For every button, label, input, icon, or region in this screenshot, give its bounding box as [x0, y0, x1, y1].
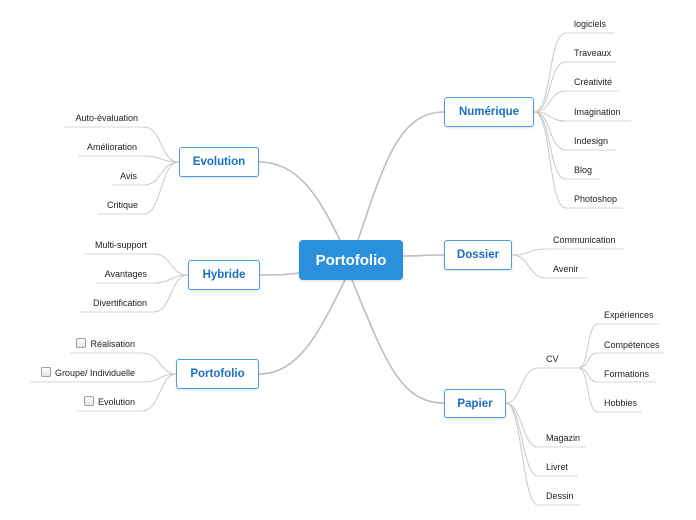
subtopic-label: Groupe/ Individuelle [54, 368, 135, 378]
subtopic-numerique-item[interactable]: Photoshop [574, 194, 618, 204]
subtopic-hybride-item[interactable]: Divertification [92, 298, 147, 308]
subtopic-cv-item[interactable]: Expériences [604, 310, 654, 320]
subtopic-label: Réalisation [90, 339, 135, 349]
topic-dossier[interactable]: Dossier [444, 240, 512, 270]
subtopic-numerique-item[interactable]: Imagination [574, 107, 621, 117]
checkbox-icon[interactable] [40, 367, 51, 377]
subtopic-portofolio-item[interactable]: Evolution [83, 396, 135, 408]
subtopic-cv-item[interactable]: Compétences [604, 340, 660, 350]
subtopic-papier-item[interactable]: Dessin [546, 491, 574, 501]
subtopic-hybride-item[interactable]: Multi-support [94, 240, 147, 250]
evolution-twigs [64, 126, 180, 215]
subtopic-cv-item[interactable]: Hobbies [604, 398, 638, 408]
subtopic-numerique-item[interactable]: Blog [574, 165, 593, 175]
subtopic-evolution-item[interactable]: Critique [106, 200, 138, 210]
topic-numerique[interactable]: Numérique [444, 97, 534, 127]
subtopic-dossier-item[interactable]: Avenir [553, 264, 579, 274]
connector-portofolio [258, 279, 346, 375]
topic-portofolio[interactable]: Portofolio [176, 359, 259, 389]
central-topic[interactable]: Portofolio [299, 240, 403, 280]
papier-twigs [505, 323, 664, 506]
checkbox-icon[interactable] [76, 338, 87, 348]
connector-evolution [258, 161, 341, 241]
connector-numerique [357, 111, 445, 241]
portofolio-twigs [30, 352, 177, 412]
topic-evolution[interactable]: Evolution [179, 147, 259, 177]
subtopic-numerique-item[interactable]: Créativité [574, 77, 613, 87]
subtopic-evolution-item[interactable]: Amélioration [86, 142, 137, 152]
connector-papier [351, 279, 445, 404]
subtopic-numerique-item[interactable]: logiciels [574, 19, 607, 29]
subtopic-hybride-item[interactable]: Avantages [104, 269, 147, 279]
subtopic-papier-item[interactable]: Livret [546, 462, 569, 472]
subtopic-cv-item[interactable]: Formations [604, 369, 650, 379]
numerique-twigs [533, 32, 631, 209]
hybride-twigs [80, 253, 189, 313]
topic-papier[interactable]: Papier [444, 389, 506, 418]
subtopic-papier-cv[interactable]: CV [546, 354, 559, 364]
subtopic-numerique-item[interactable]: Indesign [574, 136, 609, 146]
dossier-twigs [511, 248, 624, 279]
subtopic-portofolio-item[interactable]: Groupe/ Individuelle [40, 367, 135, 379]
connector-dossier [402, 254, 445, 257]
subtopic-evolution-item[interactable]: Auto-évaluation [75, 113, 138, 123]
topic-hybride[interactable]: Hybride [188, 260, 260, 290]
subtopic-numerique-item[interactable]: Traveaux [574, 48, 612, 58]
subtopic-label: Evolution [97, 397, 135, 407]
checkbox-icon[interactable] [83, 396, 94, 406]
subtopic-dossier-item[interactable]: Communication [553, 235, 616, 245]
subtopic-evolution-item[interactable]: Avis [120, 171, 137, 181]
subtopic-papier-item[interactable]: Magazin [546, 433, 581, 443]
connector-hybride [259, 272, 300, 276]
subtopic-portofolio-item[interactable]: Réalisation [76, 338, 135, 350]
